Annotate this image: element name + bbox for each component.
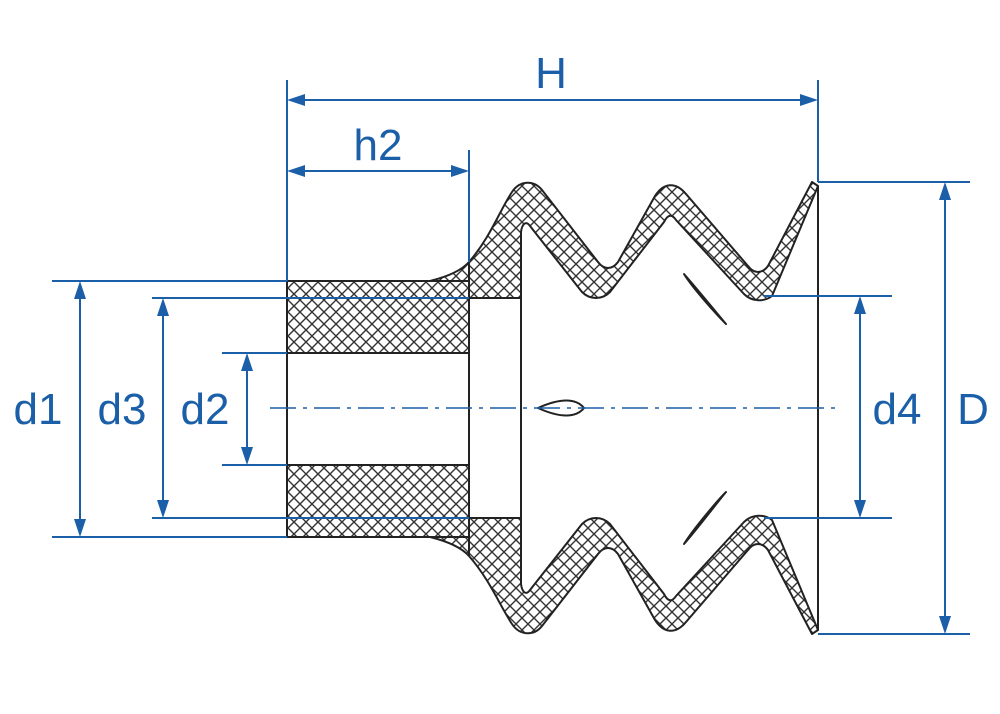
- label-h2: h2: [354, 121, 403, 170]
- arrow-d4-bottom: [854, 500, 866, 518]
- upper-fillet: [429, 261, 470, 299]
- arrow-H-left: [287, 94, 305, 106]
- arrow-d1-top: [74, 281, 86, 299]
- upper-slit: [683, 273, 727, 325]
- arrow-D-top: [939, 182, 951, 200]
- label-d1: d1: [14, 385, 63, 434]
- label-D: D: [957, 385, 989, 434]
- part-outline: [286, 181, 819, 635]
- arrow-h2-right: [451, 165, 469, 177]
- arrow-D-bottom: [939, 616, 951, 634]
- label-d2: d2: [181, 385, 230, 434]
- lower-fillet: [429, 517, 470, 557]
- arrow-d3-top: [157, 298, 169, 316]
- hub-bottom-wall: [286, 464, 470, 538]
- upper-bellows-wall: [468, 181, 819, 302]
- hub-bore: [286, 352, 470, 466]
- arrow-d2-top: [241, 353, 253, 371]
- arrow-H-right: [800, 94, 818, 106]
- arrow-d3-bottom: [157, 500, 169, 518]
- label-d3: d3: [98, 385, 147, 434]
- arrow-d1-bottom: [74, 519, 86, 537]
- arrow-h2-left: [287, 165, 305, 177]
- arrow-d4-top: [854, 296, 866, 314]
- lower-slit: [683, 491, 727, 545]
- hub-top-wall: [286, 280, 470, 354]
- lower-bellows-wall: [468, 514, 819, 635]
- label-H: H: [535, 49, 567, 98]
- label-d4: d4: [873, 385, 922, 434]
- arrow-d2-bottom: [241, 447, 253, 465]
